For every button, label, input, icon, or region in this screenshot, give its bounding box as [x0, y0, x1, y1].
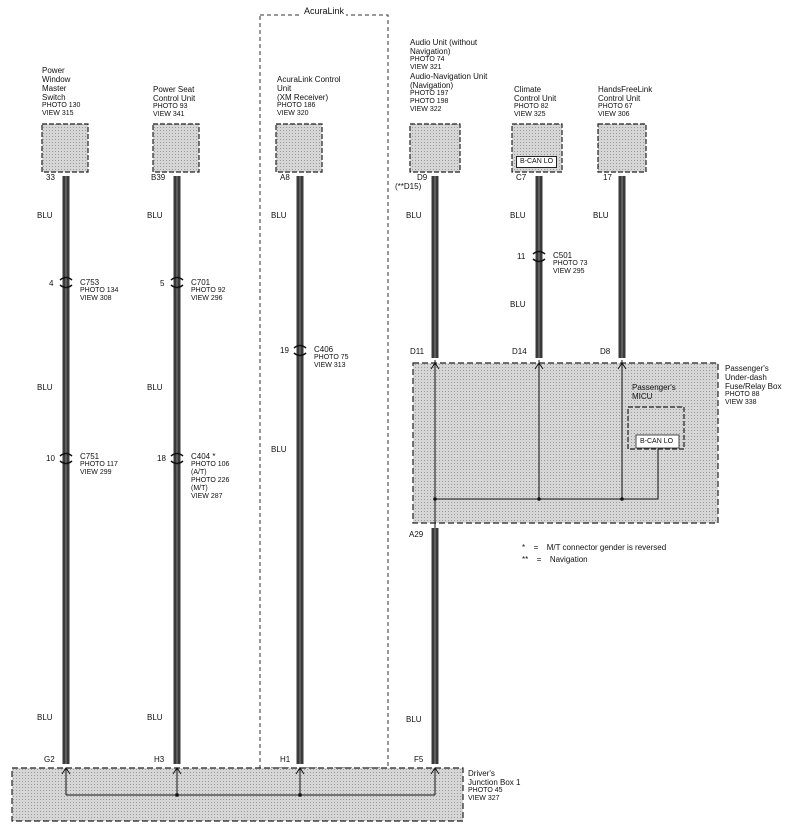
wire-color-blu: BLU: [147, 211, 163, 220]
climate-b-can-lo: B-CAN LO: [516, 156, 558, 168]
connector-c753: C753 PHOTO 134 VIEW 308: [80, 278, 119, 302]
wire-color-blu: BLU: [147, 713, 163, 722]
connector-pin-18: 18: [157, 454, 166, 463]
acuralink-unit-box: [275, 123, 323, 173]
wire-color-blu: BLU: [406, 715, 422, 724]
junction-pin-h1: H1: [280, 755, 291, 764]
connector-breaks: [59, 250, 546, 465]
pin-17: 17: [603, 173, 612, 182]
label-climate-unit: Climate Control Unit PHOTO 82 VIEW 325: [514, 85, 557, 118]
pin-33: 33: [46, 173, 55, 182]
micu-b-can-lo: B-CAN LO: [640, 438, 674, 445]
label-acuralink-unit: AcuraLink Control Unit (XM Receiver) PHO…: [277, 75, 341, 117]
connector-pin-10: 10: [46, 454, 55, 463]
fuse-pin-a29: A29: [409, 530, 424, 539]
wire-color-blu: BLU: [37, 713, 53, 722]
label-power-window-switch: Power Window Master Switch PHOTO 130 VIE…: [42, 66, 81, 117]
note-mt-gender: * = M/T connector gender is reversed: [522, 543, 667, 552]
note-navigation: ** = Navigation: [522, 555, 588, 564]
wire-color-blu: BLU: [593, 211, 609, 220]
connector-c701: C701 PHOTO 92 VIEW 296: [191, 278, 226, 302]
fuse-pin-d14: D14: [512, 347, 527, 356]
pin-d9: D9: [417, 173, 428, 182]
pin-d15: (**D15): [395, 182, 422, 191]
junction-pin-g2: G2: [44, 755, 55, 764]
label-power-seat-unit: Power Seat Control Unit PHOTO 93 VIEW 34…: [153, 85, 196, 118]
wire-color-blu: BLU: [147, 383, 163, 392]
label-handsfreelink-unit: HandsFreeLink Control Unit PHOTO 67 VIEW…: [598, 85, 653, 118]
wire-color-blu: BLU: [510, 211, 526, 220]
label-micu: Passenger's MICU: [632, 383, 676, 401]
connector-pin-5: 5: [160, 279, 165, 288]
wire-color-blu: BLU: [406, 211, 422, 220]
connector-c406: C406 PHOTO 75 VIEW 313: [314, 345, 349, 369]
power-window-switch-box: [41, 123, 89, 173]
fuse-box-arrows: [430, 362, 627, 370]
handsfreelink-unit-box: [597, 123, 647, 173]
wire-color-blu: BLU: [271, 211, 287, 220]
micu-b-can-lo-box: [635, 434, 680, 449]
label-audio-unit: Audio Unit (without Navigation) PHOTO 74…: [410, 38, 488, 113]
label-fuse-relay-box: Passenger's Under-dash Fuse/Relay Box PH…: [725, 364, 782, 406]
junction-pin-f5: F5: [414, 755, 424, 764]
wire-color-blu: BLU: [37, 383, 53, 392]
junction-internal: [61, 767, 440, 796]
connector-c501: C501 PHOTO 73 VIEW 295: [553, 251, 588, 275]
wire-color-blu: BLU: [271, 445, 287, 454]
junction-pin-h3: H3: [154, 755, 165, 764]
pin-c7: C7: [516, 173, 527, 182]
label-junction-box: Driver's Junction Box 1 PHOTO 45 VIEW 32…: [468, 769, 521, 802]
connector-c751: C751 PHOTO 117 VIEW 299: [80, 452, 118, 476]
wire-color-blu: BLU: [37, 211, 53, 220]
fuse-pin-d11: D11: [410, 347, 425, 356]
power-seat-unit-box: [152, 123, 200, 173]
connector-pin-4: 4: [49, 279, 54, 288]
acuralink-label: AcuraLink: [302, 6, 347, 16]
fuse-pin-d8: D8: [600, 347, 611, 356]
wire-color-blu: BLU: [510, 300, 526, 309]
pin-b39: B39: [151, 173, 166, 182]
pin-a8: A8: [280, 173, 290, 182]
connector-pin-11: 11: [517, 252, 526, 261]
audio-unit-box: [409, 123, 461, 173]
connector-c404: C404 * PHOTO 106 (A/T) PHOTO 226 (M/T) V…: [191, 452, 230, 500]
connector-pin-19: 19: [280, 346, 289, 355]
